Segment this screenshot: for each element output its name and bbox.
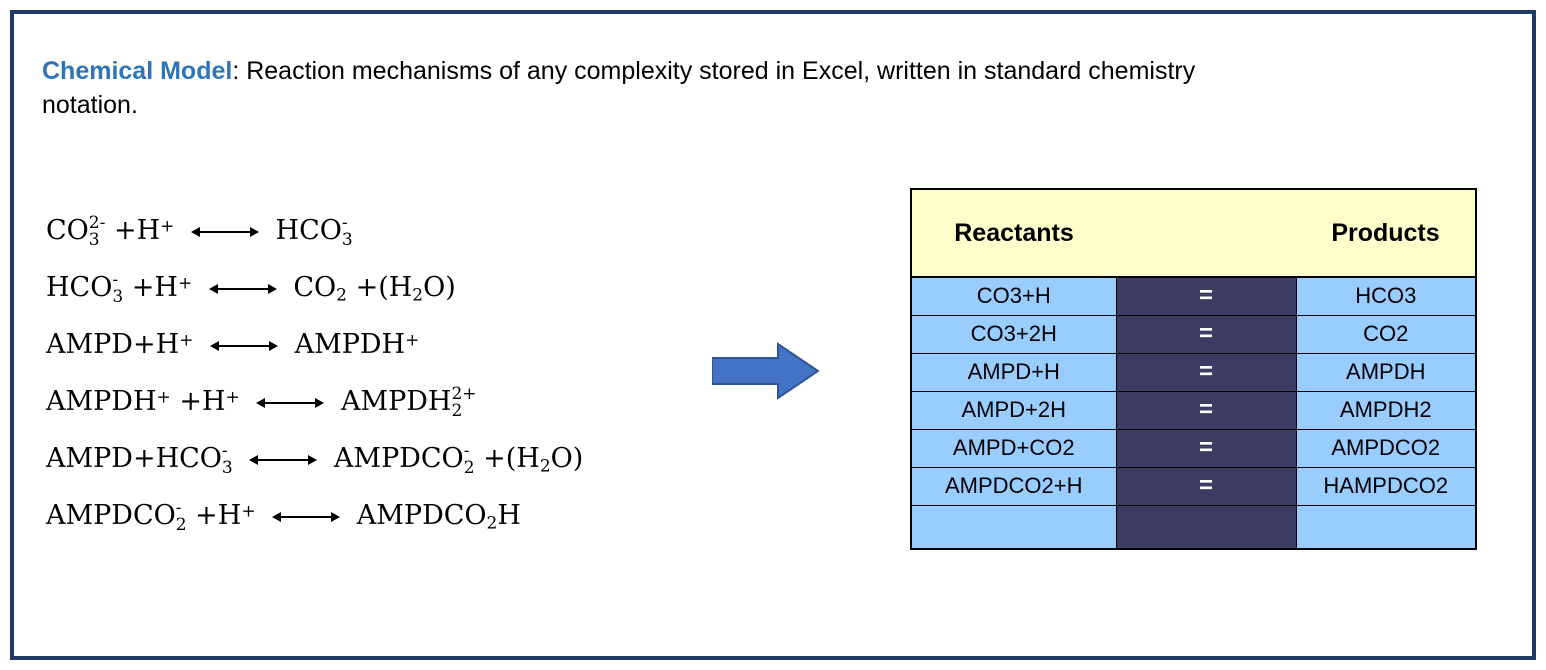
equals-cell: = bbox=[1115, 428, 1297, 468]
right-arrow-icon bbox=[712, 342, 820, 400]
equals-cell: = bbox=[1115, 276, 1297, 316]
products-cell: CO2 bbox=[1295, 314, 1477, 354]
table-row: AMPD+2H=AMPDH2 bbox=[910, 390, 1477, 430]
reactants-cell: AMPD+H bbox=[910, 352, 1117, 392]
left-right-arrow-icon bbox=[210, 287, 275, 290]
products-cell bbox=[1295, 504, 1477, 550]
products-cell: HCO3 bbox=[1295, 276, 1477, 316]
table-row: AMPDCO2+H=HAMPDCO2 bbox=[910, 466, 1477, 506]
header-reactants: Reactants bbox=[911, 189, 1116, 278]
products-cell: AMPDH2 bbox=[1295, 390, 1477, 430]
products-cell: AMPDH bbox=[1295, 352, 1477, 392]
slide-frame: Chemical Model: Reaction mechanisms of a… bbox=[10, 10, 1536, 660]
left-right-arrow-icon bbox=[192, 230, 257, 233]
equals-cell bbox=[1115, 504, 1297, 550]
table-row: CO3+H=HCO3 bbox=[910, 276, 1477, 316]
reactants-cell: AMPDCO2+H bbox=[910, 466, 1117, 506]
left-right-arrow-icon bbox=[251, 458, 316, 461]
title-lead: Chemical Model bbox=[42, 57, 233, 85]
equals-cell: = bbox=[1115, 466, 1297, 506]
chemical-equation: AMPDCO-2 +H+ AMPDCO2H bbox=[46, 498, 521, 535]
table-row: AMPD+CO2=AMPDCO2 bbox=[910, 428, 1477, 468]
chemical-equation: AMPD+HCO-3 AMPDCO-2 +(H2O) bbox=[46, 441, 584, 478]
chemical-equation: AMPD+H+ AMPDH+ bbox=[46, 329, 420, 360]
title-rest: : Reaction mechanisms of any complexity … bbox=[42, 57, 1196, 119]
table-row: CO3+2H=CO2 bbox=[910, 314, 1477, 354]
left-right-arrow-icon bbox=[274, 515, 339, 518]
table-row: AMPD+H=AMPDH bbox=[910, 352, 1477, 392]
header-products: Products bbox=[1296, 189, 1476, 278]
left-right-arrow-icon bbox=[211, 344, 276, 347]
table-row bbox=[910, 504, 1477, 550]
products-cell: HAMPDCO2 bbox=[1295, 466, 1477, 506]
equals-cell: = bbox=[1115, 314, 1297, 354]
reactants-cell: CO3+2H bbox=[910, 314, 1117, 354]
chemical-equation: HCO-3 +H+ CO2 +(H2O) bbox=[46, 270, 456, 307]
reactants-cell: AMPD+2H bbox=[910, 390, 1117, 430]
table-header-row: Reactants Products bbox=[911, 189, 1476, 278]
reactants-cell: CO3+H bbox=[910, 276, 1117, 316]
header-middle bbox=[1116, 189, 1296, 278]
reactants-cell bbox=[910, 504, 1117, 550]
left-right-arrow-icon bbox=[258, 401, 323, 404]
reactants-cell: AMPD+CO2 bbox=[910, 428, 1117, 468]
page-title: Chemical Model: Reaction mechanisms of a… bbox=[42, 54, 1207, 122]
right-arrow-shape bbox=[712, 342, 820, 400]
equals-cell: = bbox=[1115, 352, 1297, 392]
products-cell: AMPDCO2 bbox=[1295, 428, 1477, 468]
equals-cell: = bbox=[1115, 390, 1297, 430]
